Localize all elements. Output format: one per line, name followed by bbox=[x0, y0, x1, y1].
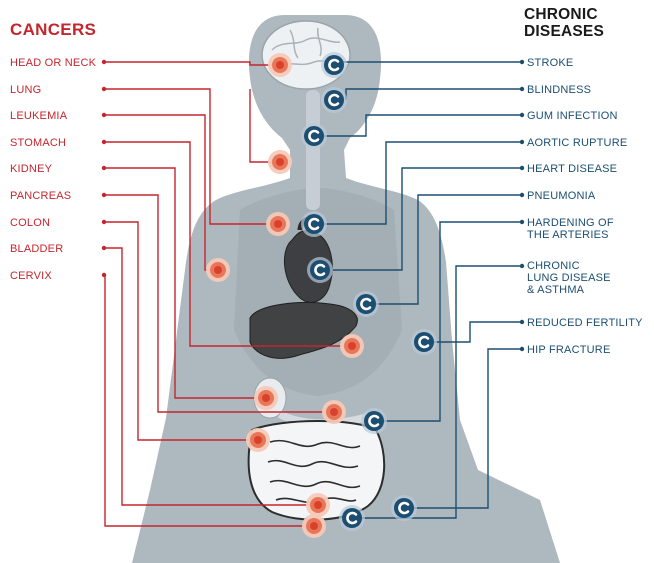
cancer-marker-leukemia bbox=[206, 258, 230, 282]
connector-dot bbox=[102, 220, 106, 224]
chronic-label-line: CHRONIC bbox=[527, 260, 611, 272]
chronic-label-chronic-lung-disease-asthma: CHRONIC LUNG DISEASE & ASTHMA bbox=[527, 260, 611, 296]
chronic-label-blindness: BLINDNESS bbox=[527, 84, 591, 96]
connector-dot bbox=[102, 60, 106, 64]
cancer-label-leukemia: LEUKEMIA bbox=[10, 110, 67, 122]
chronic-label-hardening-of-arteries: HARDENING OF THE ARTERIES bbox=[527, 217, 614, 241]
chronic-label-line: AORTIC RUPTURE bbox=[527, 137, 627, 149]
cancer-marker-bladder bbox=[306, 493, 330, 517]
chronic-label-line: PNEUMONIA bbox=[527, 190, 595, 202]
chronic-label-heart-disease: HEART DISEASE bbox=[527, 163, 617, 175]
connector-dot bbox=[520, 347, 524, 351]
connector-dot bbox=[102, 193, 106, 197]
chronic-marker-hip-fracture bbox=[391, 495, 417, 521]
chronic-marker-aortic-rupture bbox=[301, 211, 327, 237]
chronic-label-line: THE ARTERIES bbox=[527, 229, 614, 241]
connector-dot bbox=[520, 87, 524, 91]
chronic-label-line: HEART DISEASE bbox=[527, 163, 617, 175]
chronic-label-line: LUNG DISEASE bbox=[527, 272, 611, 284]
chronic-label-line: STROKE bbox=[527, 57, 573, 69]
connector-dot bbox=[102, 166, 106, 170]
chronic-marker-reduced-fertility bbox=[411, 329, 437, 355]
chronic-marker-blindness bbox=[321, 87, 347, 113]
cancer-label-pancreas: PANCREAS bbox=[10, 190, 71, 202]
trachea bbox=[306, 90, 320, 210]
cancer-marker-pancreas bbox=[322, 400, 346, 424]
chronic-label-stroke: STROKE bbox=[527, 57, 573, 69]
chronic-label-pneumonia: PNEUMONIA bbox=[527, 190, 595, 202]
connector-dot bbox=[520, 113, 524, 117]
chronic-marker-stroke bbox=[321, 52, 347, 78]
connector-dot bbox=[520, 140, 524, 144]
chronic-marker-heart-disease bbox=[307, 257, 333, 283]
chronic-label-line: HARDENING OF bbox=[527, 217, 614, 229]
cancer-marker-kidney bbox=[254, 386, 278, 410]
cancer-marker-lung bbox=[266, 212, 290, 236]
connector-dot bbox=[102, 246, 106, 250]
connector-dot bbox=[102, 87, 106, 91]
connector-dot bbox=[520, 193, 524, 197]
chronic-label-line: & ASTHMA bbox=[527, 284, 611, 296]
cancer-label-head-or-neck: HEAD OR NECK bbox=[10, 57, 96, 69]
connector-dot bbox=[520, 220, 524, 224]
cancer-marker-stomach bbox=[340, 334, 364, 358]
chronic-marker-gum-infection bbox=[301, 123, 327, 149]
chronic-marker-hardening-of-the-arteries bbox=[361, 408, 387, 434]
cancer-label-lung: LUNG bbox=[10, 84, 41, 96]
cancer-label-cervix: CERVIX bbox=[10, 270, 52, 282]
connector-dot bbox=[102, 140, 106, 144]
cancer-label-kidney: KIDNEY bbox=[10, 163, 52, 175]
chronic-label-hip-fracture: HIP FRACTURE bbox=[527, 344, 610, 356]
cancer-label-bladder: BLADDER bbox=[10, 243, 63, 255]
connector-dot bbox=[520, 166, 524, 170]
chronic-heading-line1: CHRONIC bbox=[524, 6, 604, 23]
connector-dot bbox=[102, 273, 106, 277]
cancer-marker-colon bbox=[246, 428, 270, 452]
cancers-heading: CANCERS bbox=[10, 20, 96, 40]
cancer-marker-head-or-neck bbox=[268, 53, 292, 77]
chronic-label-aortic-rupture: AORTIC RUPTURE bbox=[527, 137, 627, 149]
chronic-label-line: REDUCED FERTILITY bbox=[527, 317, 643, 329]
chronic-label-line: BLINDNESS bbox=[527, 84, 591, 96]
chronic-label-line: GUM INFECTION bbox=[527, 110, 618, 122]
chronic-marker-chronic-lung-disease bbox=[339, 505, 365, 531]
chronic-heading-line2: DISEASES bbox=[524, 23, 604, 40]
connector-dot bbox=[102, 113, 106, 117]
cancer-marker-cervix bbox=[302, 514, 326, 538]
cancer-label-stomach: STOMACH bbox=[10, 137, 66, 149]
chronic-label-line: HIP FRACTURE bbox=[527, 344, 610, 356]
connector-dot bbox=[520, 320, 524, 324]
cancer-label-colon: COLON bbox=[10, 217, 50, 229]
connector-dot bbox=[520, 60, 524, 64]
cancer-marker-throat bbox=[268, 150, 292, 174]
chronic-marker-pneumonia bbox=[353, 291, 379, 317]
chronic-label-gum-infection: GUM INFECTION bbox=[527, 110, 618, 122]
connector-dot bbox=[520, 264, 524, 268]
chronic-diseases-heading: CHRONIC DISEASES bbox=[524, 6, 604, 40]
chronic-label-reduced-fertility: REDUCED FERTILITY bbox=[527, 317, 643, 329]
